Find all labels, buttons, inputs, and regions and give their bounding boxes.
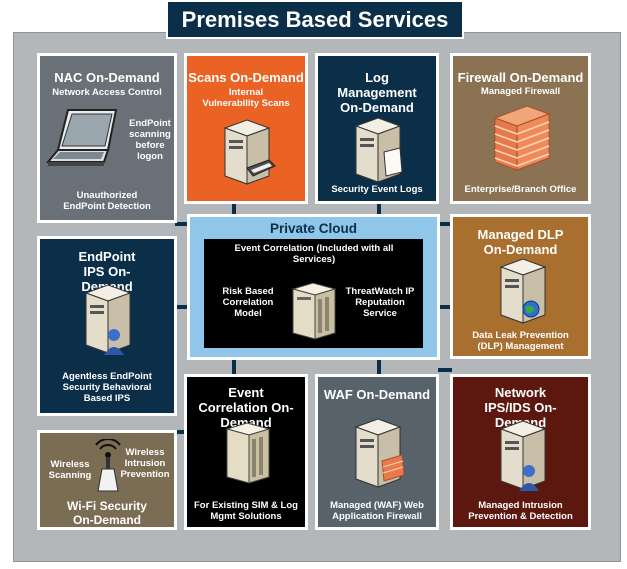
- server-with-globe-icon: [499, 258, 547, 324]
- connector-event-corr: [232, 358, 236, 376]
- dlp-box: Managed DLP On-Demand Data Leak Preventi…: [450, 214, 591, 359]
- connector-firewall: [438, 222, 452, 226]
- laptop-icon: [46, 109, 118, 166]
- scans-subtitle: Internal Vulnerability Scans: [202, 87, 290, 109]
- firewall-subtitle: Managed Firewall: [480, 86, 561, 97]
- network-ips-box: Network IPS/IDS On-Demand Managed Intrus…: [450, 374, 591, 530]
- wireless-antenna-icon: [95, 439, 121, 492]
- nac-title: NAC On-Demand: [54, 70, 160, 85]
- log-title: Log Management On-Demand: [337, 70, 417, 115]
- server-with-scanner-icon: [223, 119, 276, 185]
- firewall-title: Firewall On-Demand: [457, 70, 584, 85]
- server-rack-icon: [291, 282, 337, 340]
- connector-log: [377, 202, 381, 216]
- connector-scans: [232, 202, 236, 216]
- connector-wifi: [175, 430, 189, 434]
- connector-network-ips: [438, 368, 452, 372]
- dlp-title: Managed DLP On-Demand: [477, 227, 564, 257]
- log-management-box: Log Management On-Demand Security Event …: [315, 53, 439, 204]
- waf-footer: Managed (WAF) Web Application Firewall: [330, 500, 424, 522]
- event-corr-title: Event Correlation On-Demand: [198, 385, 294, 430]
- brick-wall-icon: [493, 105, 551, 171]
- nac-subtitle: Network Access Control: [52, 87, 162, 98]
- waf-box: WAF On-Demand Managed (WAF) Web Applicat…: [315, 374, 439, 530]
- correlation-text: Event Correlation (Included with all Ser…: [234, 243, 394, 265]
- wifi-title: Wi-Fi Security On-Demand: [67, 499, 147, 527]
- private-cloud-title: Private Cloud: [269, 221, 358, 236]
- scans-title: Scans On-Demand: [188, 70, 304, 85]
- server-with-document-icon: [354, 117, 403, 183]
- waf-title: WAF On-Demand: [323, 387, 431, 402]
- firewall-box: Firewall On-Demand Managed Firewall Ente…: [450, 53, 591, 204]
- endpoint-ips-footer: Agentless EndPoint Security Behavioral B…: [62, 371, 152, 404]
- scans-box: Scans On-Demand Internal Vulnerability S…: [184, 53, 308, 204]
- log-footer: Security Event Logs: [331, 184, 423, 195]
- risk-model-text: Risk Based Correlation Model: [222, 286, 274, 319]
- event-corr-footer: For Existing SIM & Log Mgmt Solutions: [194, 500, 298, 522]
- wireless-scanning-text: Wireless Scanning: [48, 459, 92, 481]
- server-with-firewall-icon: [354, 418, 405, 488]
- nac-footer: Unauthorized EndPoint Detection: [63, 190, 151, 212]
- page-title: Premises Based Services: [166, 0, 464, 39]
- nac-box: NAC On-Demand Network Access Control End…: [37, 53, 177, 223]
- connector-endpoint-ips: [175, 305, 189, 309]
- server-with-user-icon: [84, 284, 132, 355]
- server-with-user-icon: [499, 420, 547, 491]
- network-ips-footer: Managed Intrusion Prevention & Detection: [468, 500, 573, 522]
- connector-dlp: [438, 305, 452, 309]
- connector-nac: [175, 222, 189, 226]
- nac-note: EndPoint scanning before logon: [129, 118, 171, 162]
- event-correlation-box: Event Correlation On-Demand For Existing…: [184, 374, 308, 530]
- endpoint-ips-box: EndPoint IPS On-Demand Agentless EndPoin…: [37, 236, 177, 416]
- private-cloud-panel: Event Correlation (Included with all Ser…: [204, 239, 423, 348]
- private-cloud-box: Private Cloud Event Correlation (Include…: [187, 214, 440, 360]
- server-rack-icon: [225, 422, 271, 484]
- firewall-footer: Enterprise/Branch Office: [464, 184, 577, 195]
- wifi-box: Wireless Scanning Wireless Intrusion Pre…: [37, 430, 177, 530]
- threatwatch-text: ThreatWatch IP Reputation Service: [345, 286, 415, 319]
- dlp-footer: Data Leak Prevention (DLP) Management: [472, 330, 569, 352]
- wireless-prevention-text: Wireless Intrusion Prevention: [120, 447, 170, 480]
- connector-waf: [377, 358, 381, 376]
